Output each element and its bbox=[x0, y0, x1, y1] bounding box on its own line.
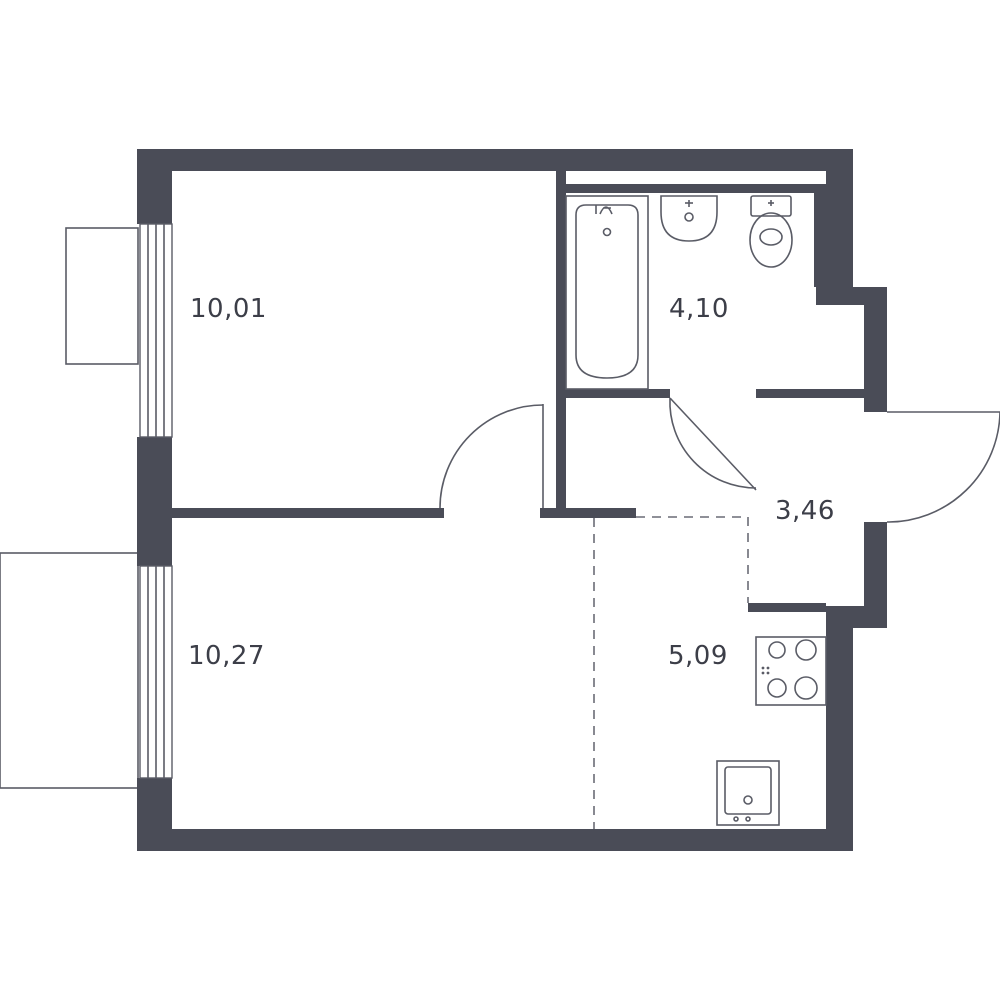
balcony-upper bbox=[65, 227, 139, 365]
hallway-area-label: 3,46 bbox=[775, 496, 835, 526]
window-upper bbox=[139, 223, 173, 438]
stove-icon bbox=[755, 636, 827, 706]
room-1-area-label: 10,01 bbox=[190, 294, 267, 324]
zone-boundaries bbox=[593, 516, 749, 829]
bathtub-icon bbox=[565, 195, 649, 390]
sink-icon bbox=[660, 195, 718, 242]
outer-walls bbox=[137, 149, 887, 851]
door-bathroom bbox=[669, 397, 757, 491]
kitchen-sink-icon bbox=[716, 760, 780, 826]
door-room-1 bbox=[439, 404, 544, 509]
door-entrance bbox=[886, 411, 1000, 523]
balcony-lower bbox=[0, 552, 139, 789]
toilet-icon bbox=[749, 195, 793, 268]
window-lower bbox=[139, 565, 173, 779]
kitchen-area-label: 5,09 bbox=[668, 641, 728, 671]
interior-walls bbox=[172, 171, 864, 612]
bathroom-area-label: 4,10 bbox=[669, 294, 729, 324]
room-2-area-label: 10,27 bbox=[188, 641, 265, 671]
